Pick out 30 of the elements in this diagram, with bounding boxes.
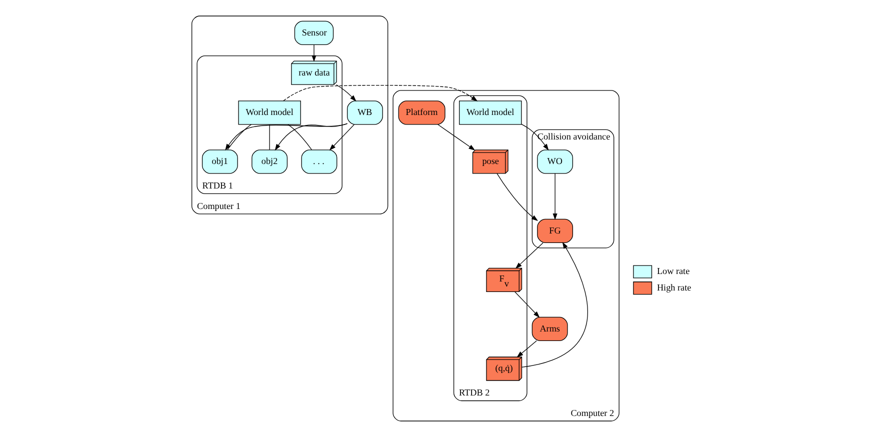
connector xyxy=(288,124,312,150)
node-box: World model xyxy=(238,100,301,125)
node-box: WO xyxy=(537,150,574,174)
node-box: Platform xyxy=(398,100,446,125)
arrow xyxy=(516,340,537,358)
node-box: obj1 xyxy=(202,150,238,174)
connector xyxy=(269,124,270,150)
arrow xyxy=(336,84,356,102)
connector xyxy=(227,124,252,150)
arrow xyxy=(521,124,549,150)
arrow xyxy=(552,173,558,220)
node-box: . . . xyxy=(301,150,338,174)
node-box: Arms xyxy=(532,316,568,341)
arrow xyxy=(312,44,316,62)
arrow xyxy=(283,84,478,102)
node-box: Sensor xyxy=(294,20,334,46)
arrow xyxy=(514,292,540,318)
arrow xyxy=(496,173,538,221)
arrow xyxy=(438,124,476,150)
legend-label: High rate xyxy=(656,282,692,292)
legend-label: Low rate xyxy=(656,266,690,276)
arrow xyxy=(515,242,544,269)
arrow xyxy=(329,124,354,150)
node-box: FG xyxy=(537,218,574,243)
node-box: obj2 xyxy=(252,150,288,174)
node-box: World model xyxy=(459,100,522,125)
node-box: WB xyxy=(346,100,383,125)
arrow xyxy=(274,123,348,151)
arrow xyxy=(225,123,348,150)
arrow xyxy=(522,242,588,368)
